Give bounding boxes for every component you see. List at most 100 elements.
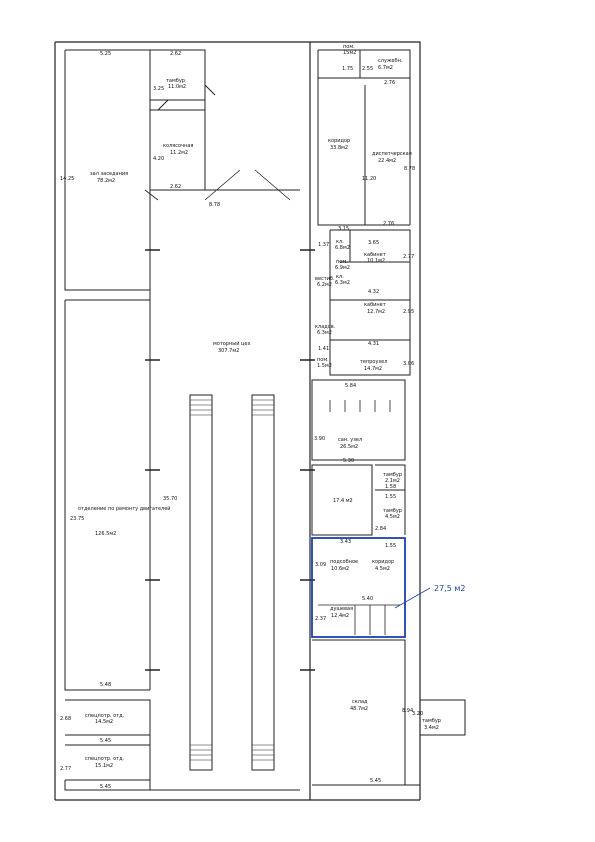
dim-label: 3.20 (412, 711, 423, 717)
right-building-outline (309, 41, 421, 801)
room-area-sklad: 48.7м2 (350, 706, 368, 712)
room-area-dispatcher: 22.4м2 (378, 158, 396, 164)
room-label-sklad: склад (352, 699, 368, 705)
dim-label: 5.40 (362, 596, 373, 602)
dim-label: 35.70 (163, 496, 177, 502)
annex (420, 699, 466, 736)
dim-label: 2.76 (383, 221, 394, 227)
room-label-podsobnoe: подсобное (330, 559, 358, 565)
highlight-area[interactable] (311, 537, 406, 638)
tambur-partitions (150, 84, 216, 191)
room-label-tambur-4: тамбур (422, 718, 441, 724)
dim-label: 2.55 (362, 66, 373, 72)
room-area-koridor: 33.8м2 (330, 145, 348, 151)
dim-label: 2.68 (60, 716, 71, 722)
dim-label: 5.84 (345, 383, 356, 389)
room-area-tambur-top: 11.0м2 (168, 84, 186, 90)
stalls (329, 400, 391, 412)
shower-stalls (318, 604, 400, 635)
dim-label: 2.77 (403, 254, 414, 260)
room-label-small-1: кл. (336, 239, 344, 245)
room-label-small-3: кл. (336, 274, 344, 280)
dim-label: 8.78 (404, 166, 415, 172)
dim-label: 11.20 (362, 176, 376, 182)
dim-label: 3.09 (315, 562, 326, 568)
room-label-vestibul: вестиб. (315, 276, 335, 282)
room-label-sluzhebn: служебн. (378, 58, 403, 64)
door-swings (144, 169, 291, 201)
room-area-tambur-3: 4.5м2 (385, 514, 400, 520)
room-label-engine-repair: отделение по ремонту двигателей (78, 505, 171, 512)
dim-label: 4.31 (368, 341, 379, 347)
room-label-dispatcher: диспетчерская (372, 151, 412, 157)
dim-label: 1.41 (318, 346, 329, 352)
dim-label: 2.76 (384, 80, 395, 86)
room-area-pom-top: 15м2 (343, 50, 356, 56)
dim-label: 2.84 (375, 526, 386, 532)
room-area-hall: 78.2м2 (97, 178, 115, 184)
dim-label: 2.37 (315, 616, 326, 622)
dim-label: 1.37 (318, 242, 329, 248)
room-area-small-3: 6.3м2 (335, 280, 350, 286)
room-area-dushevaya: 12.4м2 (331, 613, 349, 619)
dim-label: 1.55 (385, 494, 396, 500)
room-label-pom-top: пом. (343, 44, 355, 50)
room-label-san-uzel: сан. узел (338, 437, 362, 443)
pillars (145, 249, 315, 671)
dim-label: 3.06 (403, 361, 414, 367)
room-label-spec-otd-1: спецпотр. отд. (85, 713, 125, 719)
left-building-outline (54, 41, 311, 801)
dim-label: 8.78 (209, 202, 220, 208)
dim-label: 3.65 (368, 240, 379, 246)
track-right (251, 394, 275, 771)
room-label-spec-otd-2: спецпотр. отд. (85, 756, 125, 762)
room-area-motor-shop: 307.7м2 (218, 348, 239, 354)
room-area-kladovaya: 6.3м2 (317, 330, 332, 336)
dim-label: 1.75 (342, 66, 353, 72)
room-area-17: 17.4 м2 (333, 498, 353, 504)
dim-label: 5.30 (343, 458, 354, 464)
room-area-kolyasochnaya: 11.2м2 (170, 150, 188, 156)
room-area-tambur-2: 2.1м2 (385, 478, 400, 484)
dim-label: 23.75 (70, 516, 84, 522)
dim-label: 4.20 (153, 156, 164, 162)
dim-label: 5.48 (100, 682, 111, 688)
room-area-koridor-2: 4.5м2 (375, 566, 390, 572)
room-area-vestibul: 6.2м2 (317, 282, 332, 288)
dim-label: 5.45 (370, 778, 381, 784)
room-label-hall: зал заседания (90, 171, 128, 177)
room-label-small-2: пом. (336, 259, 348, 265)
dim-label: 3.25 (153, 86, 164, 92)
dim-label: 3.15 (338, 226, 349, 232)
highlight-area-label: 27,5 м2 (434, 584, 465, 593)
dim-label: 4.32 (368, 289, 379, 295)
room-area-sluzhebn: 6.7м2 (378, 65, 393, 71)
room-area-teplouzel: 14.7м2 (364, 366, 382, 372)
room-label-pom-small: пом. (317, 357, 329, 363)
dim-label: 5.45 (100, 738, 111, 744)
room-area-kabinet-2: 12.7м2 (367, 309, 385, 315)
dim-label: 1.58 (385, 484, 396, 490)
room-area-podsobnoe: 10.6м2 (331, 566, 349, 572)
dim-label: 14.25 (60, 176, 74, 182)
room-area-small-1: 6.8м2 (335, 245, 350, 251)
room-label-kolyasochnaya: колясочная (163, 143, 193, 149)
room-label-tambur-3: тамбур (383, 508, 402, 514)
room-area-kabinet-1: 10.1м2 (367, 258, 385, 264)
dim-label: 2.62 (170, 51, 181, 57)
dim-label: 2.77 (60, 766, 71, 772)
room-label-koridor-2: коридор (372, 559, 394, 565)
room-label-koridor: коридор (328, 138, 350, 144)
room-label-motor-shop: моторный цех (213, 340, 251, 347)
track-hatch (190, 399, 274, 761)
room-label-kabinet-2: кабинет (364, 302, 386, 308)
dim-label: 2.62 (170, 184, 181, 190)
room-area-spec-otd-2: 15.1м2 (95, 763, 113, 769)
track-left (189, 394, 213, 771)
room-label-tambur-2: тамбур (383, 472, 402, 478)
room-label-kabinet-1: кабинет (364, 252, 386, 258)
dim-label: 5.25 (100, 51, 111, 57)
dim-label: 1.55 (385, 543, 396, 549)
room-label-kladovaya: кладов. (315, 324, 336, 330)
